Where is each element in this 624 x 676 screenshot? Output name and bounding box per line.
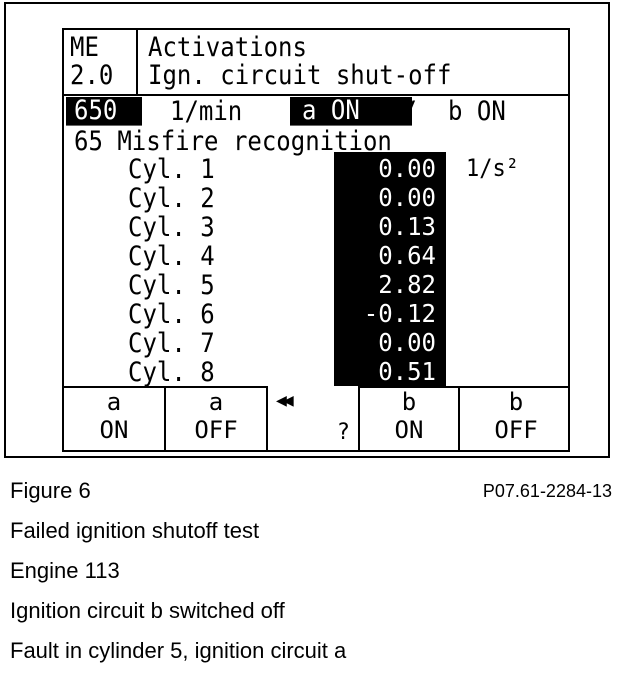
control-unit-version: 2.0 bbox=[70, 59, 114, 91]
cylinder-label: Cyl. 6 bbox=[128, 298, 215, 330]
cylinder-label: Cyl. 1 bbox=[128, 153, 215, 185]
cylinder-label: Cyl. 2 bbox=[128, 182, 215, 214]
softkey-b-on[interactable]: b ON bbox=[360, 386, 460, 450]
cylinder-value: 0.00 bbox=[378, 182, 436, 213]
softkey-label: OFF bbox=[194, 416, 238, 444]
help-icon[interactable]: ? bbox=[336, 420, 350, 445]
misfire-value-column: 0.00 0.00 0.13 0.64 2.82 -0.12 0.00 0.51 bbox=[334, 152, 446, 390]
caption-line: Ignition circuit b switched off bbox=[10, 598, 285, 623]
cylinder-value: 0.00 bbox=[378, 153, 436, 184]
softkey-label: b bbox=[401, 388, 417, 416]
softkey-label: a bbox=[208, 388, 224, 416]
figure-frame: ME 2.0 Activations Ign. circuit shut-off… bbox=[4, 2, 610, 458]
softkey-a-off[interactable]: a OFF bbox=[166, 386, 268, 450]
softkey-label: ON bbox=[394, 416, 424, 444]
softkey-label: b bbox=[508, 388, 524, 416]
screen-title: Activations bbox=[148, 31, 307, 63]
circuit-b-status: b ON bbox=[448, 95, 506, 127]
control-unit-name: ME bbox=[70, 31, 99, 63]
status-separator: / bbox=[402, 95, 417, 127]
cylinder-label: Cyl. 3 bbox=[128, 211, 215, 243]
cylinder-value: 0.51 bbox=[378, 356, 436, 387]
cylinder-value: 0.13 bbox=[378, 211, 436, 242]
caption-line: Failed ignition shutoff test bbox=[10, 518, 260, 543]
screen-subtitle: Ign. circuit shut-off bbox=[148, 59, 452, 91]
cylinder-label: Cyl. 5 bbox=[128, 269, 215, 301]
caption-line: Fault in cylinder 5, ignition circuit a bbox=[10, 638, 347, 663]
header-separator bbox=[64, 94, 568, 96]
softkey-label: a bbox=[106, 388, 122, 416]
softkey-label: ON bbox=[99, 416, 129, 444]
value-unit: 1/s² bbox=[466, 154, 519, 183]
header-divider bbox=[136, 30, 138, 94]
softkey-back-help[interactable]: ◀◀ ? bbox=[268, 386, 360, 450]
caption-line: Engine 113 bbox=[10, 558, 120, 583]
softkey-label: OFF bbox=[494, 416, 538, 444]
cylinder-value: -0.12 bbox=[363, 298, 436, 329]
softkey-b-off[interactable]: b OFF bbox=[460, 386, 568, 450]
figure-code: P07.61-2284-13 bbox=[482, 481, 612, 501]
cylinder-label: Cyl. 7 bbox=[128, 327, 215, 359]
rpm-unit: 1/min bbox=[170, 95, 243, 127]
diagnostic-screen: ME 2.0 Activations Ign. circuit shut-off… bbox=[62, 28, 570, 452]
control-unit-box: ME 2.0 bbox=[64, 30, 136, 94]
section-title: 65 Misfire recognition bbox=[74, 125, 392, 157]
cylinder-value: 0.00 bbox=[378, 327, 436, 358]
status-row: 650 1/min a ON / b ON bbox=[64, 95, 568, 127]
back-arrows-icon[interactable]: ◀◀ bbox=[276, 390, 294, 411]
cylinder-label: Cyl. 8 bbox=[128, 356, 215, 388]
cylinder-label: Cyl. 4 bbox=[128, 240, 215, 272]
cylinder-value: 2.82 bbox=[378, 269, 436, 300]
rpm-value: 650 bbox=[66, 97, 142, 126]
softkey-a-on[interactable]: a ON bbox=[64, 386, 166, 450]
softkey-bar: a ON a OFF ◀◀ ? b ON b OFF bbox=[64, 386, 568, 450]
circuit-a-status: a ON bbox=[290, 97, 412, 126]
cylinder-value: 0.64 bbox=[378, 240, 436, 271]
figure-label: Figure 6 bbox=[10, 478, 91, 503]
